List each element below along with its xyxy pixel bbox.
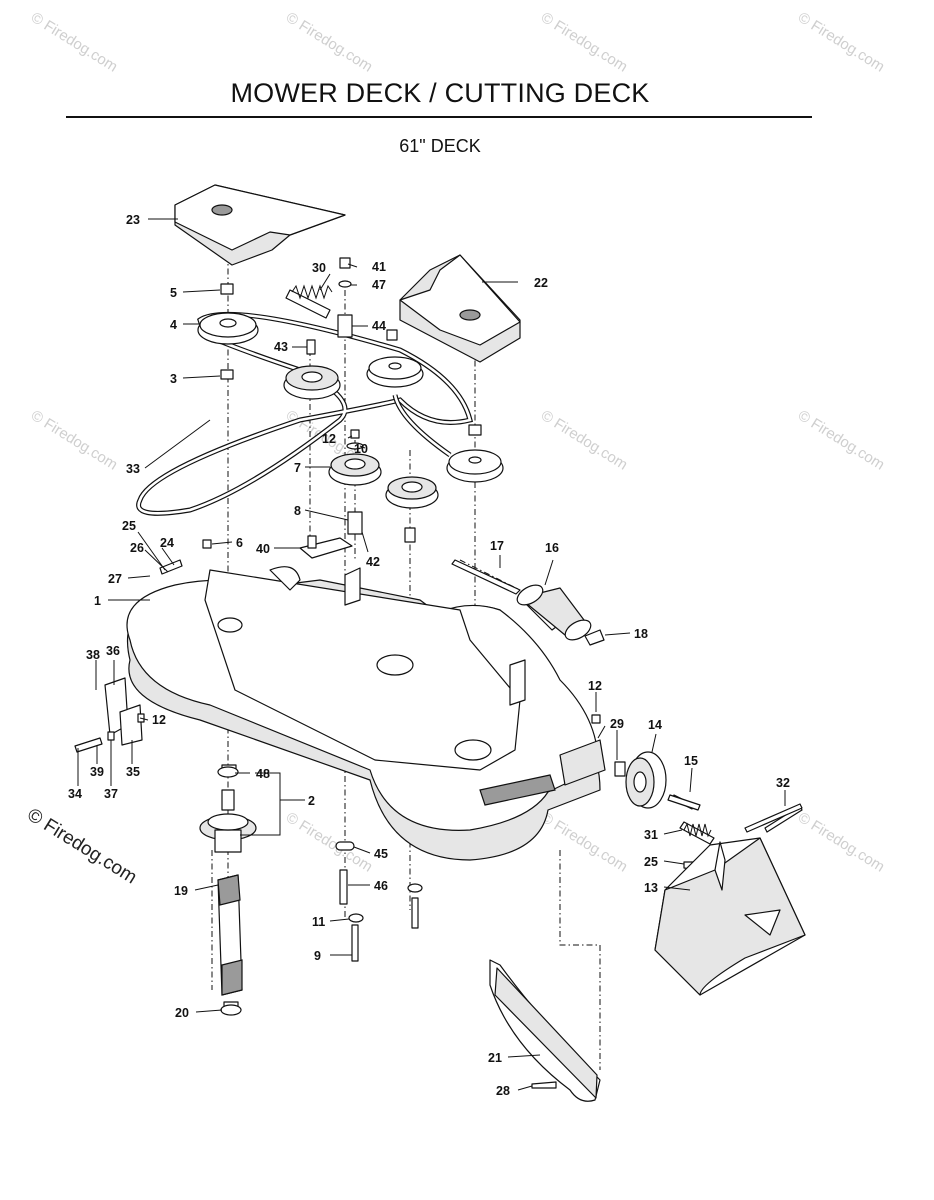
watermark-text: © Firedog.com <box>538 407 631 474</box>
gauge-wheel <box>625 751 667 809</box>
pulley-center-right <box>385 476 439 509</box>
part-label-13: 13 <box>644 881 658 895</box>
anti-scalp-roller <box>516 584 592 641</box>
spindle-assembly <box>199 766 257 853</box>
belt-cover-left <box>174 184 346 266</box>
part-label-18: 18 <box>634 627 648 641</box>
drive-belt <box>136 311 474 516</box>
part-label-38: 38 <box>86 648 100 662</box>
part-label-21: 21 <box>488 1051 502 1065</box>
copyright-mark: © Firedog.com <box>23 804 140 888</box>
part-number-labels: 23 22 30 41 47 5 4 44 43 3 12 10 33 7 8 … <box>68 213 790 1098</box>
part-label-35: 35 <box>126 765 140 779</box>
pulley-4 <box>197 312 259 345</box>
part-label-1: 1 <box>94 594 101 608</box>
part-label-37: 37 <box>104 787 118 801</box>
part-label-26: 26 <box>130 541 144 555</box>
pivot-rod <box>744 803 803 833</box>
side-deflector <box>489 959 601 1102</box>
part-label-48: 48 <box>256 767 270 781</box>
callout-leaders <box>77 218 786 1091</box>
part-label-12-top: 12 <box>322 432 336 446</box>
part-label-16: 16 <box>545 541 559 555</box>
watermark-text: © Firedog.com <box>538 809 631 876</box>
part-label-31: 31 <box>644 828 658 842</box>
chute-spring <box>683 822 712 838</box>
part-label-15: 15 <box>684 754 698 768</box>
part-label-9: 9 <box>314 949 321 963</box>
part-label-19: 19 <box>174 884 188 898</box>
part-label-2: 2 <box>308 794 315 808</box>
part-label-34: 34 <box>68 787 82 801</box>
part-label-46: 46 <box>374 879 388 893</box>
part-label-44: 44 <box>372 319 386 333</box>
part-label-39: 39 <box>90 765 104 779</box>
part-label-23: 23 <box>126 213 140 227</box>
watermark-text: © Firedog.com <box>795 9 888 76</box>
part-label-24: 24 <box>160 536 174 550</box>
cutting-blade <box>217 874 243 996</box>
title-divider <box>66 116 812 118</box>
discharge-chute <box>654 837 806 996</box>
part-label-30: 30 <box>312 261 326 275</box>
mower-deck-shell <box>126 566 606 861</box>
part-label-4: 4 <box>170 318 177 332</box>
pulley-7 <box>328 453 382 486</box>
pulley-idler-right <box>366 356 424 388</box>
part-label-33: 33 <box>126 462 140 476</box>
part-label-27: 27 <box>108 572 122 586</box>
part-label-47: 47 <box>372 278 386 292</box>
part-label-14: 14 <box>648 718 662 732</box>
part-label-32: 32 <box>776 776 790 790</box>
part-label-41: 41 <box>372 260 386 274</box>
part-label-3: 3 <box>170 372 177 386</box>
belt-cover-right <box>399 254 521 363</box>
watermark-text: © Firedog.com <box>795 407 888 474</box>
part-label-43: 43 <box>274 340 288 354</box>
part-label-25-right: 25 <box>644 855 658 869</box>
idler-spring <box>291 284 333 300</box>
part-label-25-left: 25 <box>122 519 136 533</box>
part-label-40: 40 <box>256 542 270 556</box>
part-label-11: 11 <box>312 915 325 929</box>
watermark-text: © Firedog.com <box>28 407 121 474</box>
watermark-text: © Firedog.com <box>538 9 631 76</box>
page-title: MOWER DECK / CUTTING DECK <box>230 78 650 108</box>
part-label-22: 22 <box>534 276 548 290</box>
hardware-small <box>74 257 803 1089</box>
pulley-right <box>446 449 504 483</box>
watermark-text: © Firedog.com <box>283 9 376 76</box>
part-label-6: 6 <box>236 536 243 550</box>
part-label-45: 45 <box>374 847 388 861</box>
part-label-28: 28 <box>496 1084 510 1098</box>
part-label-10: 10 <box>354 442 368 456</box>
part-label-5: 5 <box>170 286 177 300</box>
watermark-text: © Firedog.com <box>28 9 121 76</box>
axle-bolt <box>667 794 701 811</box>
part-label-12-left: 12 <box>152 713 166 727</box>
watermark-text: © Firedog.com <box>283 809 376 876</box>
mounting-bracket <box>104 677 145 746</box>
part-label-7: 7 <box>294 461 301 475</box>
blade-nut <box>220 1004 242 1016</box>
part-label-42: 42 <box>366 555 380 569</box>
part-label-36: 36 <box>106 644 120 658</box>
watermark-text: © Firedog.com <box>795 809 888 876</box>
pulley-upper-center <box>283 365 341 400</box>
part-label-20: 20 <box>175 1006 189 1020</box>
part-label-8: 8 <box>294 504 301 518</box>
part-label-29: 29 <box>610 717 624 731</box>
deck-size-subtitle: 61" DECK <box>399 136 481 156</box>
part-label-17: 17 <box>490 539 504 553</box>
part-label-12-right: 12 <box>588 679 602 693</box>
